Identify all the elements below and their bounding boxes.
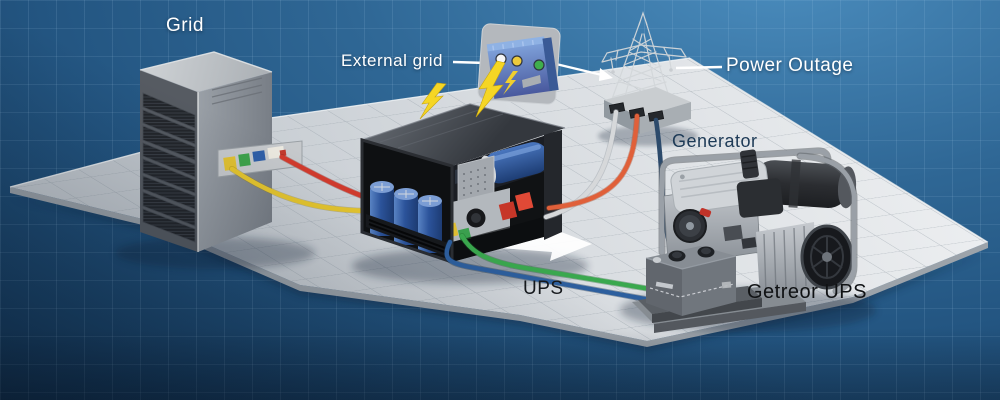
generator-base-front	[654, 302, 806, 333]
lightning-icon	[475, 60, 506, 118]
arrow-icon-outlet-to-tower	[555, 62, 613, 81]
connector-blue	[252, 150, 266, 162]
tank-label	[655, 281, 674, 290]
tower-base-right	[640, 102, 691, 134]
chrome-cap	[652, 257, 662, 263]
ups-interior-parts	[452, 130, 562, 262]
tank-badge	[721, 281, 732, 289]
insulator	[669, 68, 673, 72]
generator-unit	[632, 147, 858, 333]
tank-right	[682, 256, 736, 316]
rack-drive-bays	[142, 92, 196, 243]
server-rack	[139, 51, 303, 252]
tank-pinstripe	[649, 283, 735, 298]
ups-right-wall	[544, 130, 562, 240]
cable-gray	[543, 109, 619, 220]
rack-edge-trim	[139, 51, 273, 252]
outlet-wedge	[522, 75, 541, 88]
indicator-light-yellow	[511, 55, 523, 67]
rack-vent-lines	[211, 77, 263, 105]
ups-unit	[360, 103, 566, 265]
floor-edge-right	[689, 57, 989, 243]
starter-handle	[699, 208, 712, 218]
cable-green	[459, 233, 653, 292]
indicator-light-green	[533, 59, 545, 71]
frame-right	[797, 153, 857, 294]
vent-slots	[368, 219, 446, 253]
lightning-icon	[503, 71, 518, 95]
tower-shadow	[598, 126, 698, 146]
connector-green	[238, 153, 251, 167]
rack-shadow	[115, 237, 315, 269]
red-connectors	[498, 192, 534, 221]
lightning-icon	[419, 82, 447, 120]
lightning-bolts	[419, 60, 506, 120]
ups-top-edge	[361, 103, 566, 141]
insulator	[611, 70, 615, 74]
cable-blue	[444, 239, 648, 302]
outlet-top-bevel	[486, 36, 546, 54]
terminal-yellow	[452, 222, 459, 239]
tower-base-top	[604, 87, 691, 117]
outlet-side	[542, 37, 559, 92]
flow-arrow-icon	[497, 226, 592, 261]
fuel-filler-neck	[739, 149, 759, 179]
cable-orange	[546, 113, 640, 211]
floor-shadow	[10, 197, 988, 351]
connector-red-tip	[279, 149, 287, 157]
pointer-line-power-outage	[675, 65, 723, 70]
air-filter-box	[736, 178, 784, 218]
ups-top-face	[362, 104, 565, 166]
tower-lattice	[601, 11, 687, 102]
cable-yellow	[229, 166, 379, 214]
floor-side-face	[10, 187, 988, 347]
fuel-tank	[638, 246, 762, 323]
power-tower	[601, 11, 691, 134]
connector-yellow	[223, 156, 237, 171]
alternator	[756, 222, 818, 298]
